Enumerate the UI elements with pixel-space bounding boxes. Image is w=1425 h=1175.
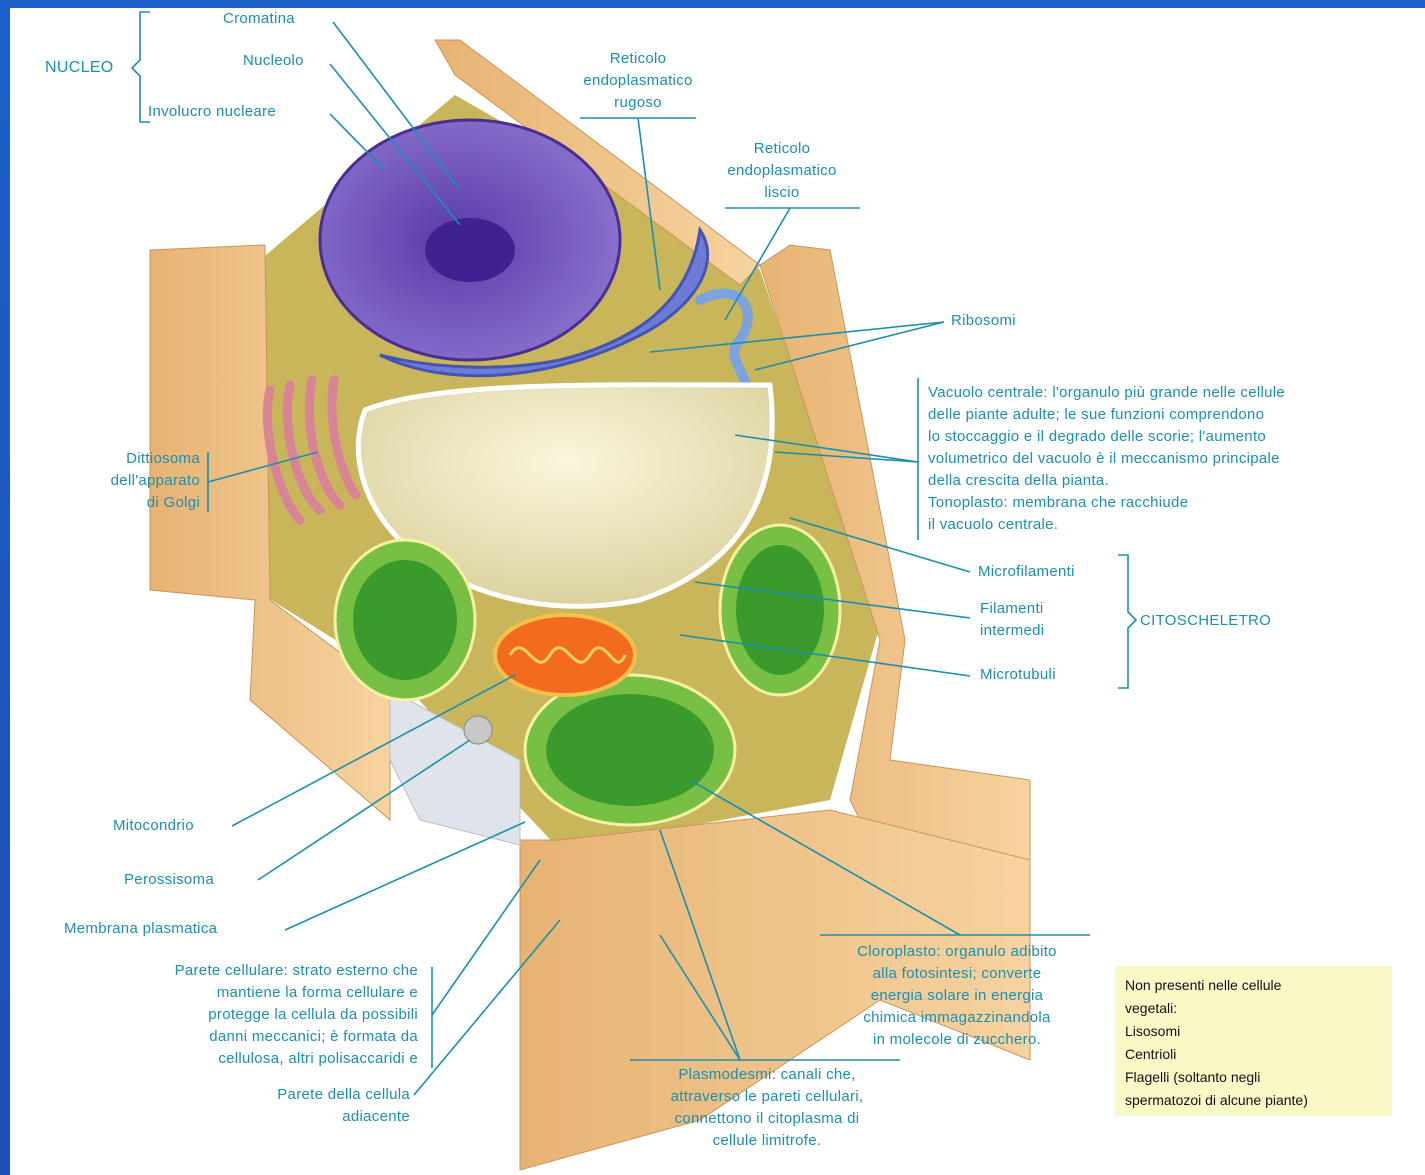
chloroplast-bottom — [525, 675, 735, 825]
label-cromatina: Cromatina — [223, 8, 295, 30]
label-ribosomi: Ribosomi — [951, 310, 1016, 332]
note-box-not-present: Non presenti nelle cellule vegetali: Lis… — [1115, 966, 1392, 1116]
mitochondrion — [495, 615, 635, 695]
label-cloroplasto: Cloroplasto: organulo adibito alla fotos… — [812, 941, 1102, 1051]
label-citoscheletro: CITOSCHELETRO — [1140, 610, 1271, 632]
peroxisome — [464, 716, 492, 744]
label-microfilamenti: Microfilamenti — [978, 561, 1075, 583]
label-mitocondrio: Mitocondrio — [113, 815, 194, 837]
label-perossisoma: Perossisoma — [124, 869, 214, 891]
nucleolus — [425, 218, 515, 282]
label-microtubuli: Microtubuli — [980, 664, 1056, 686]
label-nucleolo: Nucleolo — [243, 50, 304, 72]
note-item: spermatozoi di alcune piante) — [1125, 1089, 1382, 1112]
label-nucleo: NUCLEO — [45, 57, 113, 79]
label-involucro-nucleare: Involucro nucleare — [148, 101, 276, 123]
label-parete-cellulare: Parete cellulare: strato esterno che man… — [60, 960, 418, 1070]
chloroplast-right — [720, 525, 840, 695]
label-vacuolo-centrale: Vacuolo centrale: l'organulo più grande … — [928, 382, 1285, 536]
note-item: Centrioli — [1125, 1043, 1382, 1066]
note-item: Lisosomi — [1125, 1020, 1382, 1043]
label-plasmodesmi: Plasmodesmi: canali che, attraverso le p… — [622, 1064, 912, 1152]
note-title: Non presenti nelle cellule — [1125, 974, 1382, 997]
label-membrana-plasmatica: Membrana plasmatica — [64, 918, 217, 940]
chloroplast-left — [335, 540, 475, 700]
note-item: Flagelli (soltanto negli — [1125, 1066, 1382, 1089]
note-title-2: vegetali: — [1125, 997, 1382, 1020]
